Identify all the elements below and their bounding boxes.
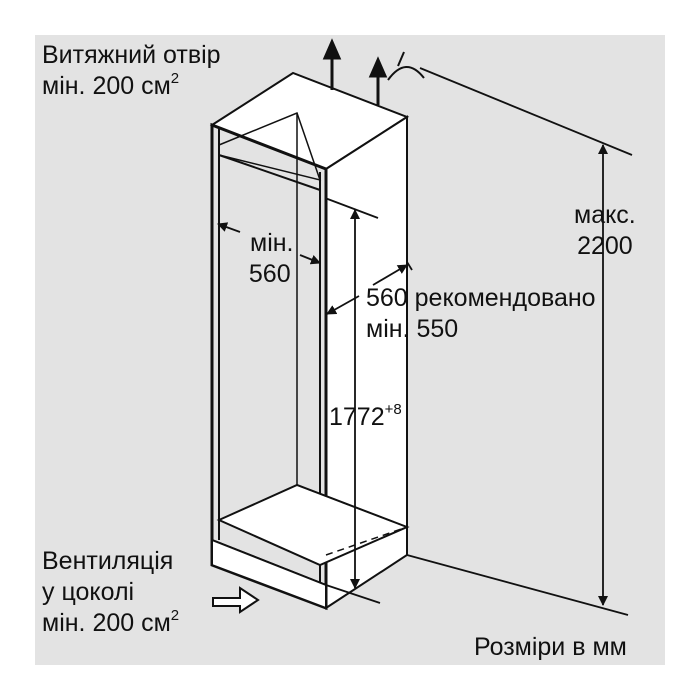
units-label: Розміри в мм [474, 633, 627, 661]
depth-label-line1: 560 рекомендовано [366, 284, 596, 312]
height-label-sup: +8 [384, 401, 402, 418]
ventilation-label-sup: 2 [170, 607, 180, 624]
max-height-dimension [406, 67, 633, 616]
width-label-line1: мін. [250, 229, 294, 257]
depth-label: 560 рекомендовано мін. 550 [366, 283, 596, 345]
max-height-label-line1: макс. [574, 201, 636, 229]
intake-arrow-icon [212, 586, 260, 614]
ventilation-label: Вентиляція у цоколі мін. 200 см2 [42, 546, 179, 642]
cabinet-niche [209, 71, 410, 611]
height-dimension [324, 197, 381, 604]
exhaust-label-line1: Витяжний отвір [42, 41, 221, 69]
ceiling-break-symbol [387, 51, 425, 81]
exhaust-label: Витяжний отвір мін. 200 см2 [42, 40, 221, 105]
height-label-value: 1772 [329, 403, 385, 431]
width-dimension [217, 222, 321, 265]
top-inner-frame [218, 112, 322, 182]
exhaust-label-line2: мін. 200 см2 [42, 70, 180, 100]
max-height-label-line2: 2200 [577, 232, 633, 260]
max-height-label: макс. 2200 [574, 200, 636, 262]
width-label: мін. 560 [246, 228, 294, 290]
exhaust-label-sup: 2 [170, 70, 180, 87]
height-label: 1772+8 [329, 401, 402, 436]
depth-dimension [326, 261, 413, 345]
ventilation-label-line1: Вентиляція [42, 547, 174, 575]
ventilation-label-line3: мін. 200 см2 [42, 607, 180, 637]
depth-label-line2: мін. 550 [366, 315, 459, 343]
exhaust-arrows [322, 38, 388, 105]
width-label-line2: 560 [248, 260, 291, 288]
base-dashed-line [296, 484, 408, 528]
ventilation-label-line2: у цоколі [42, 578, 135, 606]
